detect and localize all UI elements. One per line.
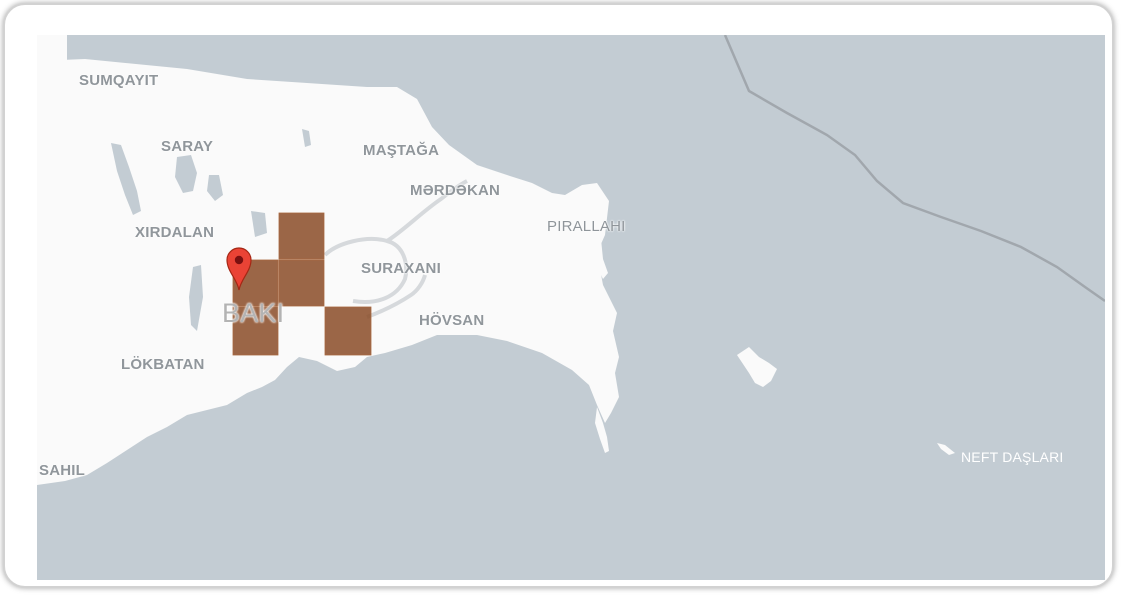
place-label-mastaga: MAŞTAĞA	[363, 142, 440, 159]
map-frame: SUMQAYIT SARAY MAŞTAĞA MƏRDƏKAN PIRALLAH…	[3, 3, 1114, 588]
place-label-saray: SARAY	[161, 138, 214, 155]
heat-cell[interactable]	[279, 260, 324, 306]
road-east	[385, 179, 468, 243]
land-northwest	[37, 35, 67, 63]
place-label-sahil: SAHIL	[39, 462, 85, 479]
lake-5	[302, 129, 311, 147]
place-label-mardakan: MƏRDƏKAN	[410, 182, 501, 199]
lake-6	[189, 265, 203, 331]
place-label-xirdalan: XIRDALAN	[135, 224, 215, 241]
heat-cell-borders	[232, 212, 372, 356]
place-label-neft-daslari: NEFT DAŞLARI	[961, 449, 1064, 465]
island-pirallahi	[583, 227, 608, 279]
map-canvas	[37, 35, 1105, 580]
lake-4	[251, 211, 267, 237]
heat-cell[interactable]	[325, 307, 371, 355]
lake-1	[111, 143, 141, 215]
heat-cell[interactable]	[279, 213, 324, 259]
place-label-pirallahi: PIRALLAHI	[547, 218, 626, 235]
lake-3	[207, 175, 223, 201]
maritime-boundary	[723, 35, 1105, 303]
heat-cell[interactable]	[233, 307, 278, 355]
lake-2	[175, 155, 197, 193]
island-east	[737, 347, 777, 387]
place-label-baki: BAKI	[222, 298, 285, 328]
map-pin-icon[interactable]	[224, 245, 254, 291]
place-label-hovsan: HÖVSAN	[419, 312, 485, 329]
spit-south	[595, 407, 609, 453]
road-ring	[323, 236, 409, 304]
road-south	[366, 274, 427, 319]
map-viewport[interactable]: SUMQAYIT SARAY MAŞTAĞA MƏRDƏKAN PIRALLAH…	[37, 35, 1105, 580]
place-label-sumqayit: SUMQAYIT	[79, 72, 159, 89]
place-label-lokbatan: LÖKBATAN	[121, 356, 205, 373]
island-neft	[937, 443, 955, 455]
place-label-suraxani: SURAXANI	[361, 260, 441, 277]
